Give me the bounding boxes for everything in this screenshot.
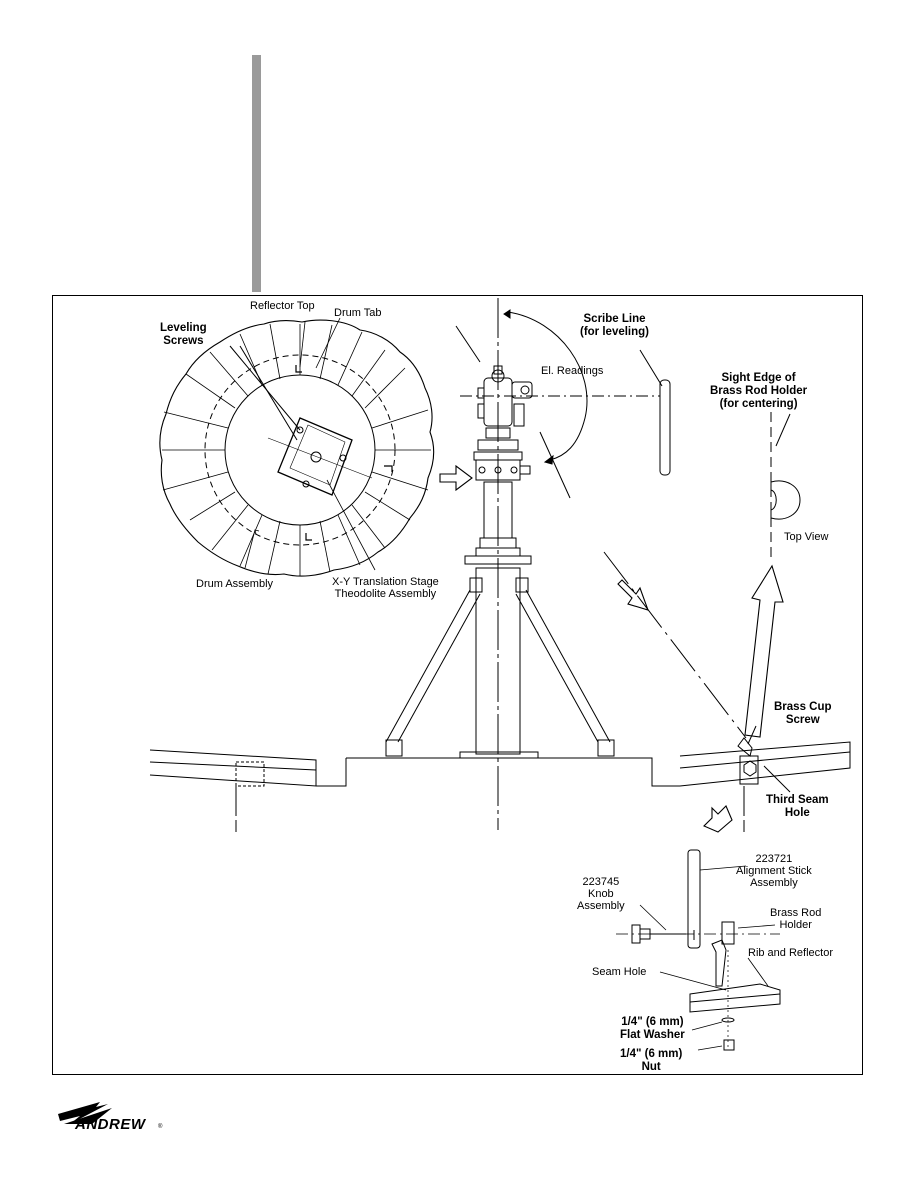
detail-arrow — [703, 805, 733, 833]
flat-washer-label: 1/4" (6 mm)Flat Washer — [620, 1016, 685, 1041]
drum-tabs — [295, 365, 393, 541]
reflector-top-label: Reflector Top — [250, 300, 315, 312]
andrew-logo-text: ANDREW — [75, 1116, 146, 1133]
theodolite-stand — [316, 298, 680, 830]
scalloped-reflector-outline — [159, 319, 435, 577]
reflector-top-view — [159, 317, 435, 577]
top-view-arrow — [744, 564, 784, 738]
scribe-line-label: Scribe Line(for leveling) — [580, 313, 650, 338]
margin-change-bar — [252, 55, 261, 292]
rib-reflector-label: Rib and Reflector — [748, 947, 833, 959]
drum-assembly-label: Drum Assembly — [196, 578, 274, 590]
top-view-detail — [603, 412, 801, 739]
reflector-rim-right — [679, 725, 851, 832]
scribe-line-rod — [639, 349, 671, 476]
figure-frame — [52, 295, 863, 1075]
registered-mark: ® — [158, 1124, 163, 1130]
seam-hole-label: Seam Hole — [592, 966, 647, 978]
drum-tab-label: Drum Tab — [334, 307, 382, 319]
radial-ribs — [162, 323, 431, 576]
xy-stage-plate — [277, 417, 353, 496]
nut-label: 1/4" (6 mm)Nut — [620, 1048, 683, 1073]
andrew-logo-mark — [58, 1102, 112, 1124]
view-arrow — [439, 464, 473, 492]
reflector-rim-left — [149, 749, 317, 832]
top-view-label: Top View — [784, 531, 829, 543]
el-readings-label: El. Readings — [541, 365, 604, 377]
alignment-exploded-view — [616, 849, 781, 1051]
